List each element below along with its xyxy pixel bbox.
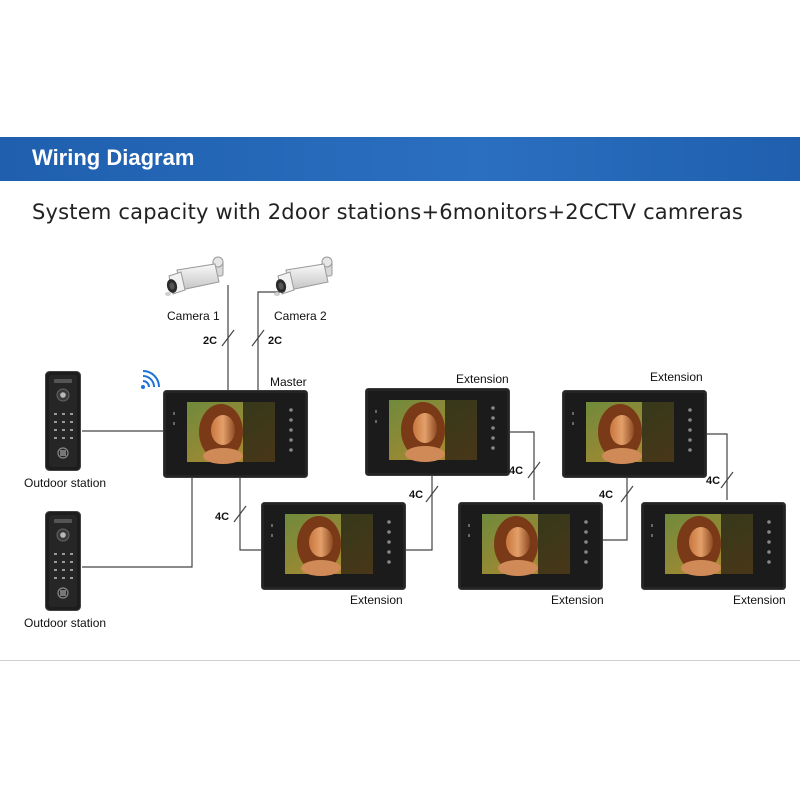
cable-4c-label: 4C bbox=[409, 489, 423, 501]
monitor-icon bbox=[562, 390, 707, 478]
wifi-icon bbox=[141, 370, 160, 389]
cable-4c-label: 4C bbox=[706, 475, 720, 487]
wiring-lines bbox=[82, 285, 734, 568]
monitor-icon bbox=[261, 502, 406, 590]
monitor-icon bbox=[458, 502, 603, 590]
wire-ext-a-ext-b bbox=[405, 476, 433, 551]
cable-4c-label: 4C bbox=[215, 511, 229, 523]
cctv-camera-icon bbox=[273, 256, 333, 297]
outdoor-station-label: Outdoor station bbox=[24, 476, 106, 490]
monitor-icon bbox=[641, 502, 786, 590]
cable-tick bbox=[425, 485, 439, 503]
cable-2c-label: 2C bbox=[268, 335, 282, 347]
cable-tick bbox=[221, 329, 235, 347]
header-banner: Wiring Diagram bbox=[0, 137, 800, 181]
extension-label: Extension bbox=[350, 593, 403, 607]
extension-label: Extension bbox=[733, 593, 786, 607]
extension-label: Extension bbox=[456, 372, 509, 386]
system-capacity-subtitle: System capacity with 2door stations+6mon… bbox=[32, 200, 744, 224]
wire-camera2-master bbox=[257, 291, 280, 390]
camera2-label: Camera 2 bbox=[274, 309, 327, 323]
cable-2c-label: 2C bbox=[203, 335, 217, 347]
extension-label: Extension bbox=[551, 593, 604, 607]
wire-ext-c-ext-e bbox=[706, 433, 728, 500]
cable-tick bbox=[527, 461, 541, 479]
monitor-icon bbox=[163, 390, 308, 478]
cable-4c-label: 4C bbox=[509, 465, 523, 477]
door-station-icon bbox=[45, 371, 81, 471]
cable-tick bbox=[233, 505, 247, 523]
cable-tick bbox=[720, 471, 734, 489]
wire-ext-b-ext-d bbox=[509, 431, 535, 500]
wire-master-extension-a bbox=[239, 478, 261, 551]
wire-ext-d-ext-c bbox=[603, 478, 628, 541]
extension-label: Extension bbox=[650, 370, 703, 384]
page-title: Wiring Diagram bbox=[32, 145, 195, 170]
camera1-label: Camera 1 bbox=[167, 309, 220, 323]
wire-station2-master bbox=[82, 478, 193, 568]
master-label: Master bbox=[270, 375, 307, 389]
monitor-icon bbox=[365, 388, 510, 476]
bottom-divider bbox=[0, 660, 800, 661]
outdoor-station-label: Outdoor station bbox=[24, 616, 106, 630]
cable-tick bbox=[251, 329, 265, 347]
cable-tick bbox=[620, 485, 634, 503]
cable-4c-label: 4C bbox=[599, 489, 613, 501]
cctv-camera-icon bbox=[164, 256, 224, 297]
door-station-icon bbox=[45, 511, 81, 611]
